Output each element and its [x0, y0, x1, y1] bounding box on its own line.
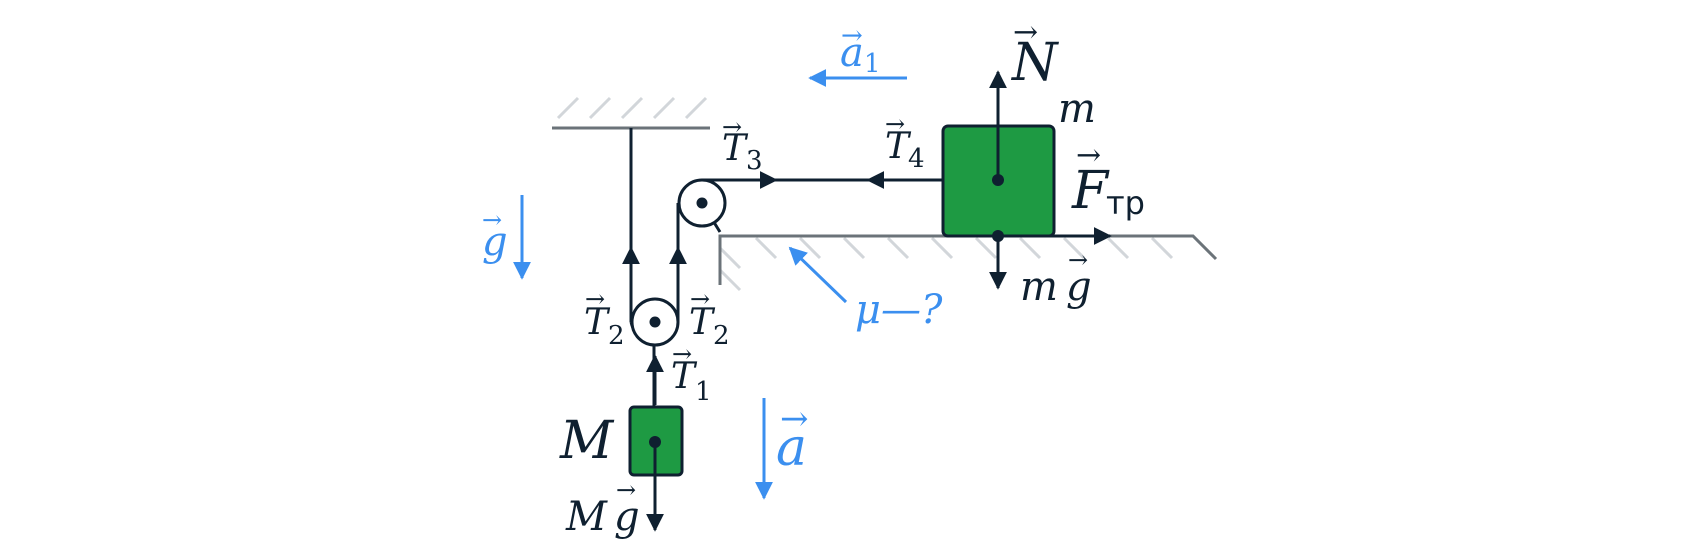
movable-pulley — [630, 297, 680, 347]
svg-text:→: → — [1068, 246, 1088, 274]
label-m: m — [1058, 86, 1096, 132]
label-M: M — [559, 411, 615, 471]
svg-text:a: a — [776, 418, 807, 478]
label-T2-left: → T 2 — [584, 285, 625, 351]
svg-text:3: 3 — [746, 146, 763, 176]
label-Ftr: → F тр — [1071, 138, 1145, 222]
svg-text:M: M — [565, 494, 608, 540]
pulley-axle-dot — [649, 316, 661, 328]
svg-text:T: T — [722, 128, 749, 169]
svg-text:2: 2 — [608, 321, 625, 351]
label-mu: μ—? — [855, 287, 943, 333]
svg-text:→: → — [1076, 138, 1101, 173]
svg-text:→: → — [722, 113, 742, 141]
label-T3: → T 3 — [722, 113, 763, 176]
svg-text:g: g — [482, 219, 508, 265]
pulley-axle-dot — [696, 197, 708, 209]
svg-text:a: a — [840, 30, 864, 76]
labels-blue: → a 1 → g → a μ—? — [482, 21, 943, 478]
arrow-mu-pointer — [788, 246, 848, 304]
svg-text:g: g — [1066, 264, 1092, 310]
svg-text:F: F — [1071, 161, 1110, 221]
label-a: → a — [776, 399, 809, 478]
label-T2-right: → T 2 — [689, 285, 730, 351]
svg-text:T: T — [689, 302, 716, 343]
svg-text:→: → — [616, 476, 636, 504]
svg-text:→: → — [672, 340, 692, 368]
svg-text:T: T — [584, 302, 611, 343]
svg-text:1: 1 — [864, 49, 881, 79]
svg-text:4: 4 — [908, 144, 925, 174]
ceiling — [552, 96, 710, 130]
svg-text:→: → — [885, 110, 905, 138]
label-g: → g — [482, 206, 508, 265]
label-a1: → a 1 — [840, 21, 881, 79]
label-N: → N — [1010, 15, 1059, 93]
svg-text:T: T — [885, 126, 912, 167]
label-mg: m → g — [1020, 246, 1092, 310]
svg-text:→: → — [1013, 15, 1038, 50]
svg-text:→: → — [780, 399, 809, 439]
svg-text:T: T — [671, 356, 698, 397]
force-arrows — [622, 70, 1112, 532]
kinematic-arrows — [513, 69, 907, 500]
labels-ink: → N m → T 4 → T 3 → F тр m → g → T 2 — [559, 15, 1145, 540]
svg-text:m: m — [1020, 264, 1058, 310]
label-T1: → T 1 — [671, 340, 712, 407]
svg-text:2: 2 — [713, 321, 730, 351]
table-surface — [718, 234, 1218, 292]
svg-text:тр: тр — [1106, 184, 1145, 222]
label-T4: → T 4 — [885, 110, 925, 174]
svg-text:1: 1 — [695, 377, 712, 407]
svg-text:→: → — [585, 285, 605, 313]
svg-text:→: → — [841, 21, 863, 51]
svg-text:N: N — [1010, 33, 1059, 93]
svg-text:g: g — [614, 494, 640, 540]
svg-text:→: → — [482, 206, 502, 234]
label-Mg: M → g — [565, 476, 640, 540]
fixed-pulley — [677, 178, 727, 233]
svg-text:→: → — [690, 285, 710, 313]
